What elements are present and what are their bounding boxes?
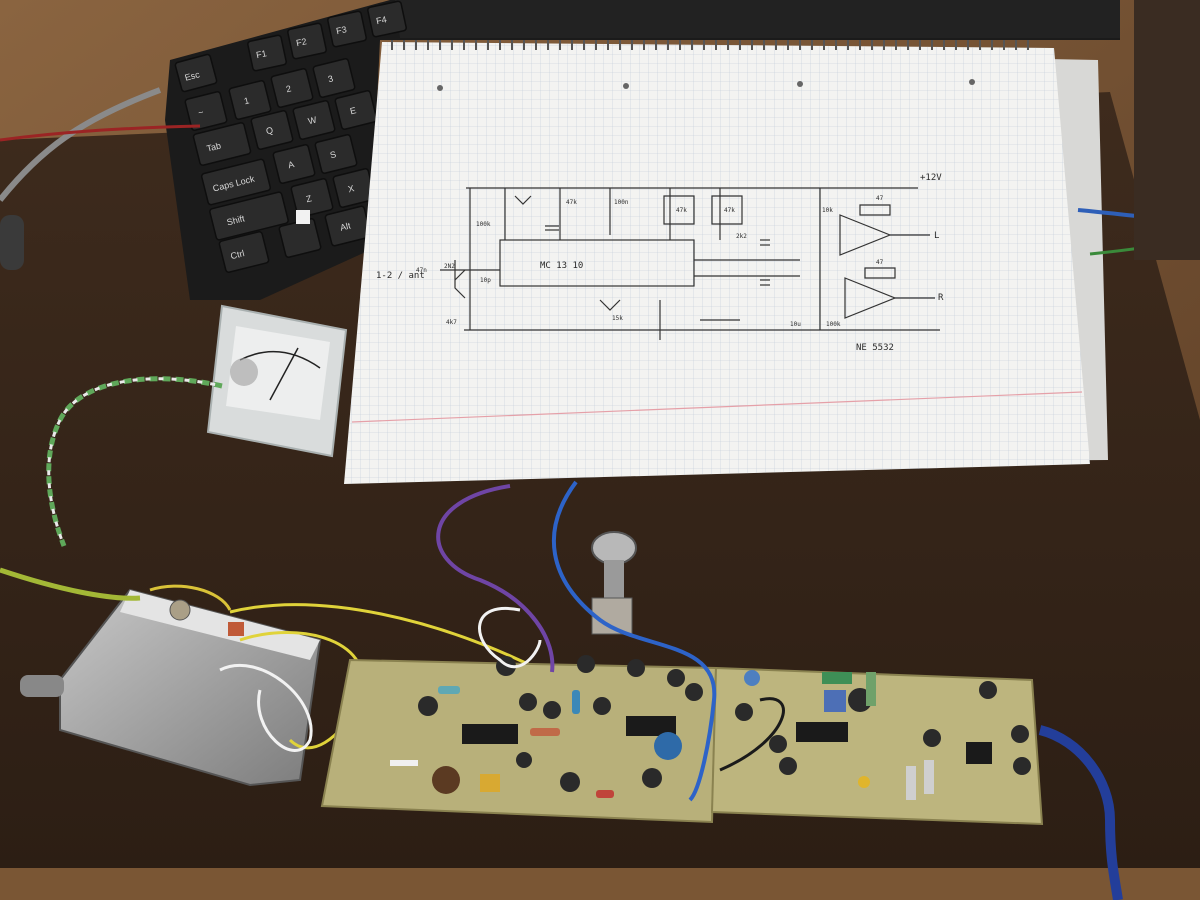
keyboard: Esc F1 F2 F3 F4 ~ 1 2 3 Tab Q W E Caps L… — [165, 0, 1120, 300]
svg-text:47: 47 — [876, 195, 884, 202]
svg-text:15k: 15k — [612, 315, 623, 322]
svg-text:100k: 100k — [826, 321, 841, 328]
svg-text:47k: 47k — [724, 207, 735, 214]
key-shift: Shift — [226, 213, 246, 227]
key-e: E — [349, 105, 357, 116]
key-x: X — [347, 183, 355, 194]
spiral-binding — [391, 40, 1029, 50]
twisted-wire — [46, 376, 223, 547]
key-a: A — [287, 159, 295, 170]
key-f4: F4 — [375, 14, 387, 26]
key-esc: Esc — [184, 69, 202, 83]
key-tilde: ~ — [197, 107, 205, 118]
trimmer-pot — [480, 774, 500, 792]
svg-text:100n: 100n — [614, 199, 629, 206]
svg-text:47k: 47k — [566, 199, 577, 206]
input-label: 1-2 / ant — [376, 271, 425, 281]
key-z: Z — [305, 193, 313, 204]
ic-chip — [626, 716, 676, 736]
key-s: S — [329, 149, 337, 160]
board-bottom-edge — [0, 868, 1200, 900]
black-wire — [719, 697, 785, 772]
yellow-green-wire — [0, 567, 141, 601]
component-values: 100k 47k 4k7 47n 2N2 10p 100n 47k 2k2 47… — [416, 195, 884, 328]
ic-chip — [966, 742, 992, 764]
svg-text:47n: 47n — [416, 267, 427, 274]
key-w: W — [307, 114, 318, 126]
key-f3: F3 — [335, 24, 347, 36]
volume-potentiometer — [591, 531, 637, 635]
svg-text:4k7: 4k7 — [446, 319, 457, 326]
key-f2: F2 — [295, 36, 307, 48]
output-right-label: R — [938, 293, 944, 303]
tuner-capacitor — [228, 622, 244, 636]
pcb-chips — [462, 716, 992, 764]
tuner-shaft — [20, 675, 64, 697]
pcb-right — [710, 666, 1044, 826]
capacitors — [418, 655, 1031, 794]
supply-label: +12V — [920, 173, 942, 183]
white-wire — [478, 607, 542, 669]
schematic-notebook: MC 13 10 NE 5532 +12V 1-2 / ant L R 100k… — [344, 40, 1108, 484]
key-q: Q — [265, 125, 274, 136]
svg-text:10p: 10p — [480, 277, 491, 284]
circuit-schematic — [440, 187, 940, 340]
gray-cable — [0, 87, 162, 202]
analog-meter — [206, 304, 348, 458]
svg-text:10u: 10u — [790, 321, 801, 328]
key-3: 3 — [327, 73, 334, 84]
ic-main-label: MC 13 10 — [540, 261, 583, 271]
svg-text:10k: 10k — [822, 207, 833, 214]
svg-text:47: 47 — [876, 259, 884, 266]
rf-tuner-module — [0, 567, 365, 787]
key-2: 2 — [285, 83, 292, 94]
ic-chip — [462, 724, 518, 744]
svg-text:47k: 47k — [676, 207, 687, 214]
resistors — [390, 670, 934, 800]
yellow-signal-wire — [229, 603, 541, 672]
key-1: 1 — [243, 95, 250, 106]
output-left-label: L — [934, 231, 939, 241]
svg-text:2N2: 2N2 — [444, 263, 455, 270]
meter-needle — [269, 347, 299, 401]
knob-icon — [591, 531, 637, 565]
ic-opamp-label: NE 5532 — [856, 343, 894, 353]
trimmer-pot — [824, 690, 846, 712]
key-f1: F1 — [255, 48, 267, 60]
ic-chip — [796, 722, 848, 742]
mouse-edge — [0, 215, 24, 270]
key-tab: Tab — [206, 140, 223, 153]
windows-logo-icon — [296, 210, 310, 224]
purple-wire — [436, 484, 555, 673]
svg-text:2k2: 2k2 — [736, 233, 747, 240]
key-ctrl: Ctrl — [229, 248, 245, 261]
blue-wire — [551, 480, 717, 802]
key-alt: Alt — [339, 220, 352, 232]
svg-text:100k: 100k — [476, 221, 491, 228]
output-cable — [1038, 725, 1123, 900]
red-cable — [0, 124, 201, 142]
right-device-edge — [1134, 0, 1200, 260]
